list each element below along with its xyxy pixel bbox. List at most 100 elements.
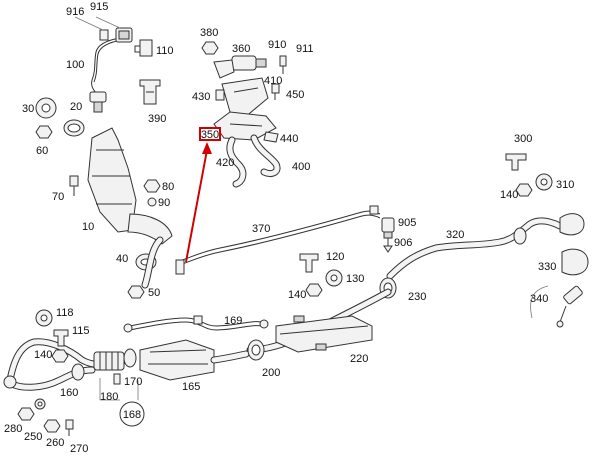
nut-80[interactable] [143, 179, 161, 193]
label-100: 100 [66, 59, 84, 71]
bolt-140-left[interactable] [51, 349, 69, 363]
group-callout-340 [530, 285, 549, 319]
label-220: 220 [350, 353, 368, 365]
pipe-169[interactable] [123, 315, 269, 333]
clamp-180[interactable] [123, 348, 137, 368]
screw-911[interactable] [279, 55, 287, 74]
label-380: 380 [200, 27, 218, 39]
label-420: 420 [216, 157, 234, 169]
nut-60[interactable] [35, 125, 53, 139]
bracket-390[interactable] [139, 79, 161, 105]
label-260: 260 [46, 437, 64, 449]
callout-labels: 916 915 110 100 30 20 390 60 70 80 90 10… [4, 1, 574, 455]
bracket-115[interactable] [53, 329, 69, 347]
label-320: 320 [446, 229, 464, 241]
sensor-910[interactable] [231, 55, 267, 71]
gasket-30[interactable] [35, 97, 57, 119]
label-430: 430 [192, 91, 210, 103]
label-330: 330 [538, 261, 556, 273]
bolt-140-mid[interactable] [305, 283, 323, 297]
label-115: 115 [72, 325, 90, 337]
label-440: 440 [280, 133, 298, 145]
clamp-160[interactable] [71, 363, 85, 381]
holder-110[interactable] [134, 39, 153, 57]
tail-tip-detail-340[interactable] [556, 285, 583, 328]
label-916: 916 [66, 6, 84, 18]
label-140-right: 140 [500, 189, 518, 201]
label-120: 120 [326, 251, 344, 263]
rubber-mount-130[interactable] [325, 269, 343, 287]
tail-tip-330[interactable] [559, 213, 589, 276]
label-370: 370 [252, 223, 270, 235]
label-230: 230 [408, 291, 426, 303]
bolt-50[interactable] [127, 285, 145, 299]
label-250: 250 [24, 431, 42, 443]
label-360: 360 [232, 43, 250, 55]
washer-250[interactable] [34, 398, 46, 410]
bolt-170[interactable] [113, 373, 121, 385]
label-168: 168 [123, 409, 141, 421]
bolt-450[interactable] [271, 83, 280, 100]
pipe-400[interactable] [250, 134, 281, 178]
label-165: 165 [182, 381, 200, 393]
clip-430[interactable] [215, 89, 225, 101]
bracket-360[interactable] [213, 59, 235, 79]
label-350: 350 [201, 129, 219, 141]
heat-shield-bracket-410[interactable] [221, 77, 269, 119]
label-915: 915 [90, 1, 108, 13]
label-80: 80 [162, 181, 174, 193]
clamp-20[interactable] [63, 119, 85, 137]
bracket-300[interactable] [505, 153, 527, 171]
heat-shield-350[interactable] [213, 111, 277, 141]
label-90: 90 [158, 197, 170, 209]
label-169: 169 [224, 315, 242, 327]
group-callout-168[interactable] [99, 378, 145, 427]
label-910: 910 [268, 39, 286, 51]
label-50: 50 [148, 287, 160, 299]
bolt-140-right[interactable] [515, 183, 533, 197]
nut-260[interactable] [43, 419, 61, 433]
sensor-905[interactable] [381, 217, 395, 239]
bolt-270[interactable] [65, 419, 74, 436]
label-140-mid: 140 [288, 289, 306, 301]
bolt-70[interactable] [69, 175, 79, 196]
label-130: 130 [346, 273, 364, 285]
label-140-left: 140 [34, 349, 52, 361]
label-70: 70 [52, 191, 64, 203]
clamp-200[interactable] [247, 339, 265, 361]
bolt-280[interactable] [17, 407, 35, 421]
label-310: 310 [556, 179, 574, 191]
clip-440[interactable] [263, 131, 279, 143]
label-118: 118 [56, 307, 74, 319]
muffler-220[interactable] [246, 288, 392, 354]
label-110: 110 [156, 45, 174, 57]
highlight-callout-350[interactable]: 350 [199, 127, 221, 141]
label-340: 340 [530, 293, 548, 305]
label-160: 160 [60, 387, 78, 399]
label-390: 390 [148, 113, 166, 125]
label-905: 905 [398, 217, 416, 229]
pipe-420[interactable] [226, 136, 247, 188]
sensor-clip-916[interactable] [99, 29, 109, 41]
rubber-mount-310[interactable] [535, 173, 553, 191]
bolt-380[interactable] [201, 41, 219, 55]
tail-pipe-320[interactable] [386, 217, 564, 280]
bracket-120[interactable] [299, 253, 319, 273]
washer-90[interactable] [147, 197, 157, 207]
label-280: 280 [4, 423, 22, 435]
rubber-mount-118[interactable] [35, 309, 53, 327]
oxygen-sensor-100[interactable] [89, 37, 123, 113]
pipe-370[interactable] [175, 205, 381, 275]
flex-pipe-170[interactable] [93, 351, 125, 371]
label-30: 30 [22, 103, 34, 115]
highlight-arrow [185, 142, 212, 263]
label-170: 170 [124, 376, 142, 388]
sensor-tip-906[interactable] [383, 238, 393, 253]
label-911: 911 [296, 43, 314, 55]
label-10: 10 [82, 221, 94, 233]
particulate-filter-165[interactable] [139, 339, 250, 381]
label-400: 400 [292, 161, 310, 173]
catalytic-converter-10[interactable] [87, 127, 173, 245]
sensor-connector-915[interactable] [115, 27, 133, 43]
